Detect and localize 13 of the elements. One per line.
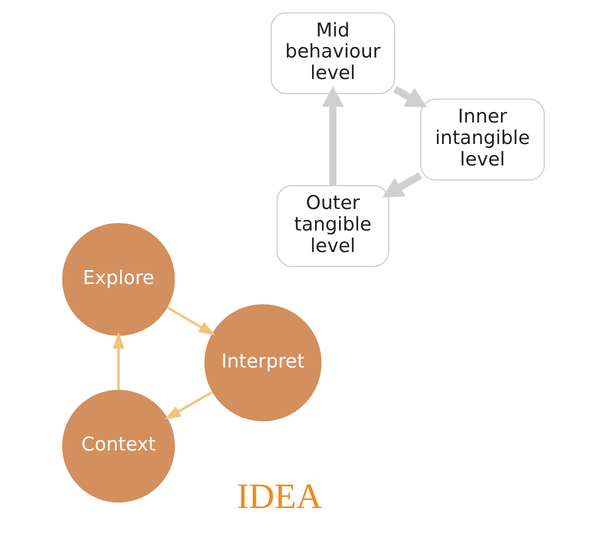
arrow xyxy=(392,86,426,108)
node-box: Mid behaviour level xyxy=(270,12,395,94)
arrow xyxy=(112,332,124,390)
arrow xyxy=(166,306,215,336)
node-circle: Context xyxy=(62,390,174,503)
arrow xyxy=(382,172,422,198)
arrow xyxy=(322,86,344,186)
node-box: Inner intangible level xyxy=(420,98,544,181)
arrow xyxy=(164,390,213,420)
node-box: Outer tangible level xyxy=(276,185,389,267)
node-circle: Explore xyxy=(62,223,174,336)
node-circle: Interpret xyxy=(204,304,322,422)
label: IDEA xyxy=(236,476,322,516)
